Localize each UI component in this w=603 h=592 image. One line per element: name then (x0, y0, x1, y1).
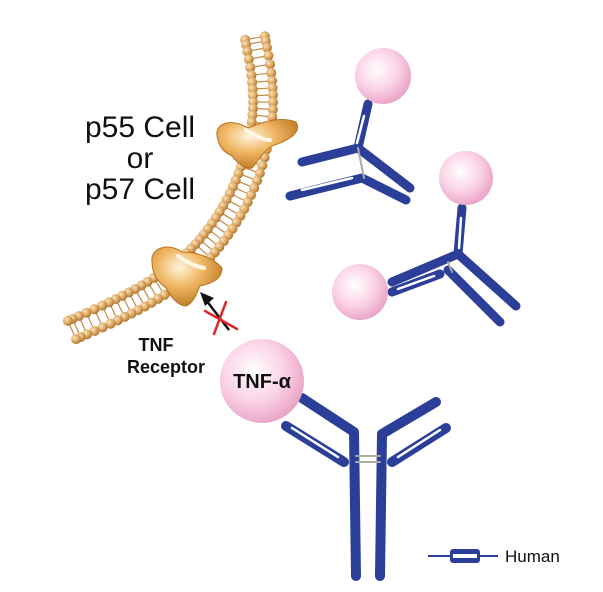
lipid-head (62, 315, 73, 326)
cell-label-line3: p57 Cell (85, 173, 195, 206)
lipid-head (257, 160, 268, 171)
receptor-label-line2: Receptor (127, 357, 205, 377)
tnf-alpha-sphere (220, 339, 304, 423)
lipid-head (245, 62, 256, 73)
lipid-head (261, 42, 272, 53)
antigen-right (439, 151, 493, 205)
lipid-head (267, 104, 278, 115)
antigen-top (355, 48, 411, 104)
lipid-head (267, 89, 278, 100)
cell-label-line2: or (127, 142, 154, 175)
antibody-top (285, 99, 415, 205)
cell-label-line1: p55 Cell (85, 111, 195, 144)
block-x-icon (203, 300, 239, 336)
lipid-head (89, 304, 100, 315)
lipid-head (267, 82, 278, 93)
tnf-receptor-lower (151, 246, 223, 307)
lipid-head (97, 322, 108, 333)
lipid-head (243, 54, 254, 65)
blocked-binding-arrow (200, 292, 230, 331)
lipid-head (263, 50, 274, 61)
lipid-head (267, 75, 278, 86)
lipid-head (242, 46, 253, 57)
lipid-head (105, 318, 116, 329)
legend: Human (428, 547, 560, 566)
antigen-left (332, 264, 388, 320)
lipid-head (89, 326, 100, 337)
receptor-label-line1: TNF (139, 335, 174, 355)
tnf-receptor-upper (216, 119, 298, 169)
lipid-head (265, 59, 276, 70)
antibody-main (281, 393, 451, 581)
lipid-head (81, 307, 92, 318)
legend-label: Human (505, 547, 560, 566)
lipid-head (267, 111, 278, 122)
lipid-head (71, 334, 82, 345)
tnf-alpha-label: TNF-α (233, 371, 292, 393)
lipid-head (246, 116, 257, 127)
antibody-middle (387, 203, 521, 327)
lipid-head (268, 97, 279, 108)
lipid-head (97, 300, 108, 311)
lipid-head (254, 168, 265, 179)
lipid-head (266, 67, 277, 78)
legend-antibody-icon (428, 549, 498, 563)
